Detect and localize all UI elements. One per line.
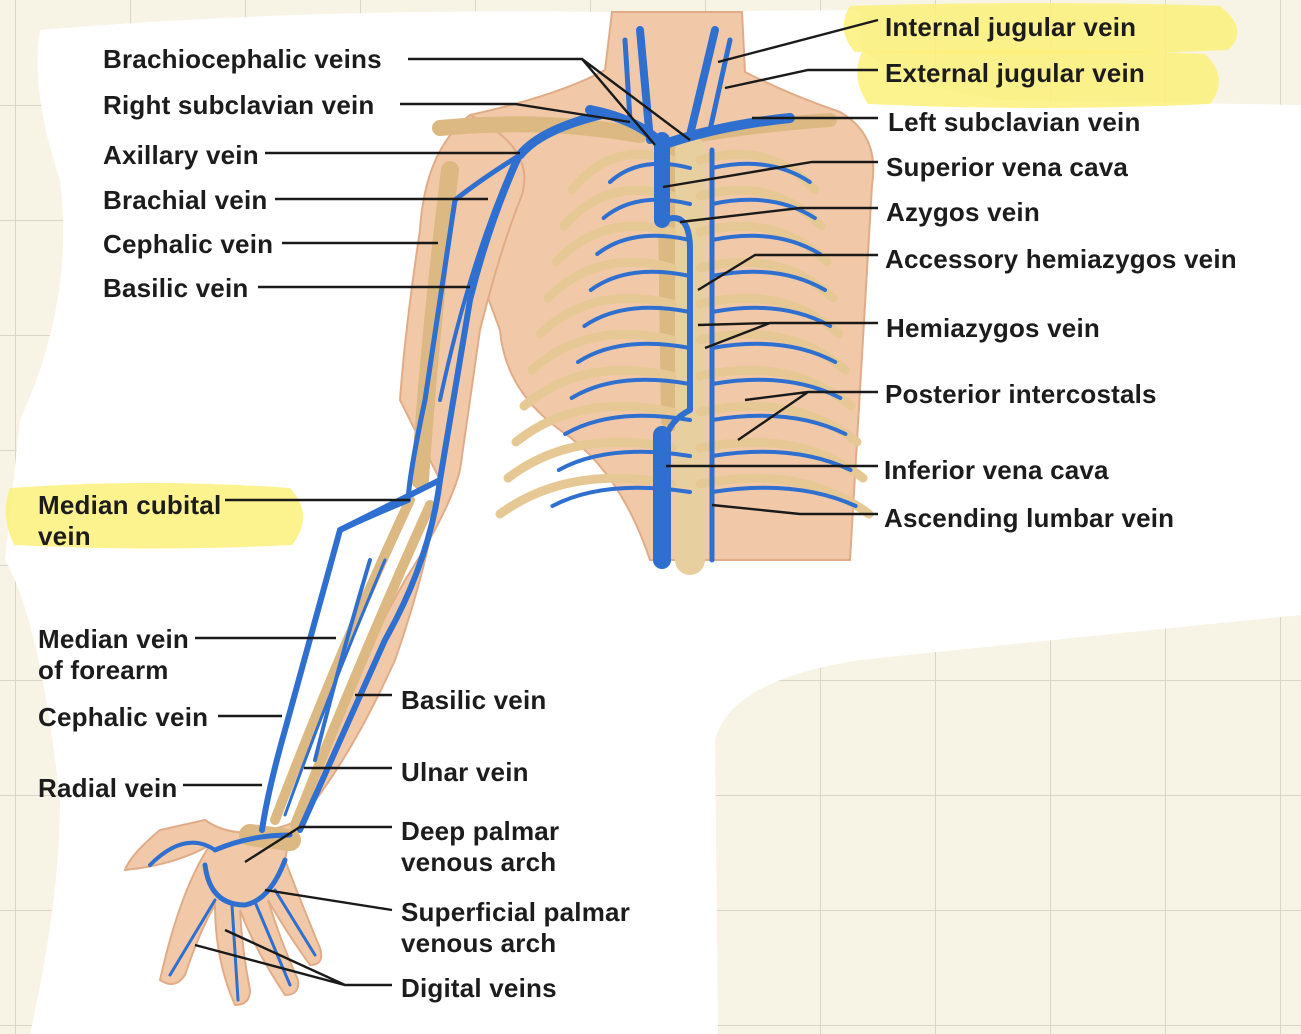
- label-left-subclavian-vein: Left subclavian vein: [888, 107, 1141, 137]
- intercostal-vein: [608, 161, 692, 184]
- label-posterior-intercostals: Posterior intercostals: [885, 379, 1157, 409]
- label-azygos-vein: Azygos vein: [886, 197, 1040, 227]
- intercostal-vein: [710, 233, 822, 256]
- axillary-vessel: [515, 110, 605, 160]
- intercostal-vein: [569, 377, 692, 400]
- intercostal-vein: [601, 197, 692, 220]
- internal-jugular-right-vessel: [636, 26, 654, 144]
- radial-vessel: [283, 558, 387, 817]
- intercostal-vein: [710, 197, 817, 220]
- label-external-jugular-vein: External jugular vein: [885, 58, 1145, 88]
- humerus: [411, 161, 459, 489]
- intercostal-vein: [710, 413, 848, 436]
- rib-left: [511, 401, 677, 447]
- leader-accessory-hemiazygos: [697, 253, 878, 292]
- leader-hemiazygos: [697, 321, 878, 350]
- intercostal-vein: [710, 341, 838, 364]
- label-inferior-vena-cava: Inferior vena cava: [884, 455, 1109, 485]
- label-brachiocephalic-veins: Brachiocephalic veins: [103, 44, 382, 74]
- intercostal-vein: [710, 161, 812, 184]
- intercostal-vein: [595, 233, 692, 256]
- leader-internal-jugular: [717, 18, 879, 64]
- label-digital-veins: Digital veins: [401, 973, 557, 1003]
- external-jugular-right-vessel: [622, 37, 633, 123]
- rib-left: [495, 473, 677, 519]
- label-internal-jugular-vein: Internal jugular vein: [885, 12, 1137, 42]
- intercostal-vein: [582, 305, 692, 328]
- digital-vessels: [168, 888, 317, 1002]
- rib-left: [543, 257, 677, 303]
- basilic-lower-vessel: [297, 477, 443, 833]
- intercostal-vein: [563, 413, 692, 436]
- leader-lines: [183, 18, 879, 987]
- leader-brachiocephalic: [408, 57, 691, 146]
- label-superficial-palmar-venous-arch: Superficial palmar venous arch: [401, 897, 631, 958]
- label-accessory-hemiazygos-vein: Accessory hemiazygos vein: [885, 244, 1237, 274]
- label-ascending-lumbar-vein: Ascending lumbar vein: [884, 503, 1175, 533]
- intercostal-vein: [710, 485, 858, 508]
- intercostal-vein: [710, 449, 853, 472]
- leader-right-subclavian: [400, 102, 631, 124]
- intercostal-vein: [550, 485, 692, 508]
- leader-deep-palmar: [244, 825, 392, 864]
- brachial-vessel: [438, 158, 517, 402]
- label-median-vein-of-forearm: Median vein of forearm: [38, 624, 190, 685]
- external-jugular-vessel: [707, 37, 733, 133]
- deep-palmar-arch-vessel: [212, 832, 293, 853]
- veins: [148, 26, 858, 1002]
- leader-superior-vena-cava: [662, 160, 878, 189]
- basilic-upper-vessel: [437, 152, 523, 483]
- azygos-vessel: [662, 215, 693, 443]
- leader-external-jugular: [724, 68, 878, 90]
- label-hemiazygos-vein: Hemiazygos vein: [886, 313, 1100, 343]
- rib-left: [503, 437, 677, 483]
- leader-digital: [194, 928, 392, 987]
- label-cephalic-vein-upper: Cephalic vein: [103, 229, 274, 259]
- leader-azygos: [679, 206, 878, 224]
- label-brachial-vein: Brachial vein: [103, 185, 268, 215]
- label-superior-vena-cava: Superior vena cava: [886, 152, 1129, 182]
- brachiocephalic-left-vessel: [657, 113, 795, 150]
- rib-left: [519, 365, 677, 411]
- thumb-vessel: [148, 840, 217, 867]
- leader-posterior-intercostals: [737, 390, 878, 441]
- label-right-subclavian-vein: Right subclavian vein: [103, 90, 375, 120]
- label-median-cubital-vein: Median cubital vein: [38, 490, 222, 551]
- label-ulnar-vein: Ulnar vein: [401, 757, 529, 787]
- intercostal-vein: [710, 305, 833, 328]
- label-cephalic-vein-lower: Cephalic vein: [38, 702, 209, 732]
- median-forearm-vessel: [313, 558, 372, 762]
- rib-left: [527, 329, 677, 375]
- label-basilic-vein-upper: Basilic vein: [103, 273, 249, 303]
- left-clavicle: [432, 116, 648, 143]
- superficial-palmar-arch-vessel: [202, 857, 288, 908]
- intercostal-vein: [556, 449, 692, 472]
- label-basilic-vein-lower: Basilic vein: [401, 685, 547, 715]
- cephalic-upper-vessel: [405, 152, 523, 503]
- ulna: [290, 500, 435, 830]
- cephalic-lower-vessel: [259, 497, 411, 833]
- label-radial-vein: Radial vein: [38, 773, 178, 803]
- rib-left: [551, 221, 677, 267]
- leader-ascending-lumbar: [711, 503, 878, 516]
- intercostal-vein: [576, 341, 692, 364]
- intercostal-vein: [588, 269, 692, 292]
- internal-jugular-left-vessel: [686, 26, 719, 139]
- label-axillary-vein: Axillary vein: [103, 140, 259, 170]
- leader-superficial-palmar: [264, 888, 393, 912]
- highlight-external-jugular: [857, 49, 1219, 108]
- highlight-internal-jugular: [843, 3, 1238, 55]
- label-deep-palmar-venous-arch: Deep palmar venous arch: [401, 816, 560, 877]
- rib-left: [535, 293, 677, 339]
